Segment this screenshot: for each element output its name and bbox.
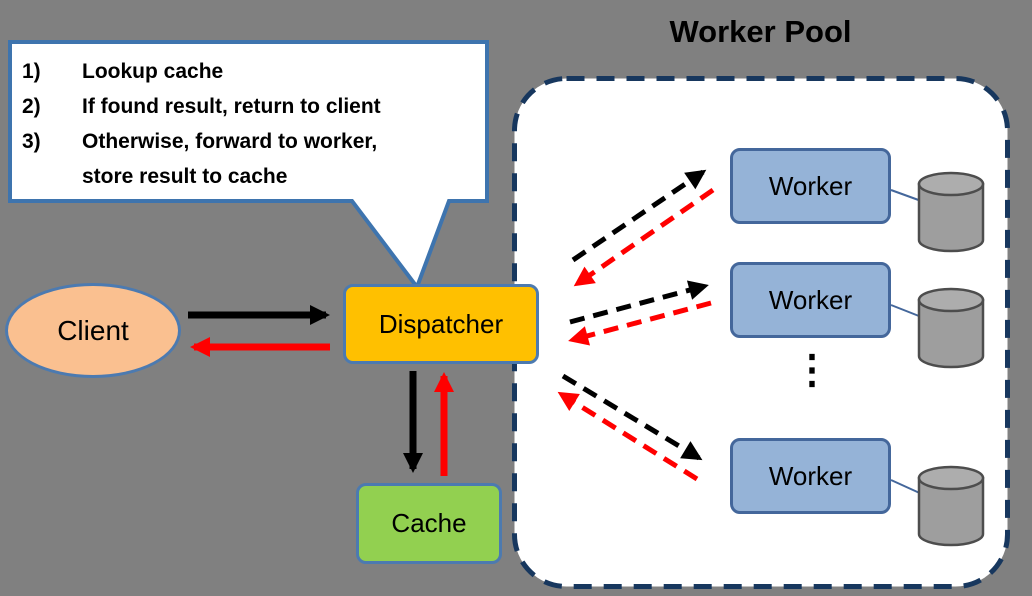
- client-node: Client: [5, 283, 181, 378]
- worker-node-3: Worker: [730, 438, 891, 514]
- callout-step-1-text: Lookup cache: [82, 60, 224, 83]
- arrow-worker1-to-dispatcher: [573, 187, 715, 287]
- cache-label: Cache: [391, 508, 467, 538]
- cache-node: Cache: [356, 483, 502, 564]
- callout-bubble: [8, 40, 489, 292]
- worker-2-label: Worker: [768, 284, 853, 315]
- client-label: Client: [57, 314, 129, 346]
- callout-step-3: 3) Otherwise, forward to worker, store r…: [14, 124, 482, 194]
- callout-step-3-number: 3): [22, 130, 41, 153]
- callout-step-1: 1) Lookup cache: [14, 54, 482, 89]
- callout-step-2-number: 2): [22, 95, 41, 118]
- worker-ellipsis: ⋮: [792, 348, 832, 392]
- callout-step-1-number: 1): [22, 60, 41, 83]
- worker-node-2: Worker: [730, 262, 891, 338]
- arrow-worker3-to-dispatcher: [557, 391, 699, 482]
- worker-pool-title: Worker Pool: [669, 14, 852, 49]
- worker-3-label: Worker: [768, 460, 853, 491]
- callout-step-2: 2) If found result, return to client: [14, 89, 482, 124]
- database-cylinder-2: [917, 287, 985, 369]
- worker-node-1: Worker: [730, 148, 891, 224]
- arrow-dispatcher-to-worker3: [561, 373, 703, 461]
- database-cylinder-3: [917, 465, 985, 547]
- arrow-dispatcher-to-worker1: [571, 169, 707, 263]
- database-cylinder-1: [917, 171, 985, 253]
- dispatcher-node: Dispatcher: [343, 284, 539, 364]
- callout-step-3-text: Otherwise, forward to worker, store resu…: [82, 130, 378, 188]
- callout-step-2-text: If found result, return to client: [82, 95, 381, 118]
- dispatcher-label: Dispatcher: [378, 308, 504, 339]
- callout-steps: 1) Lookup cache 2) If found result, retu…: [14, 54, 482, 194]
- worker-1-label: Worker: [768, 170, 853, 201]
